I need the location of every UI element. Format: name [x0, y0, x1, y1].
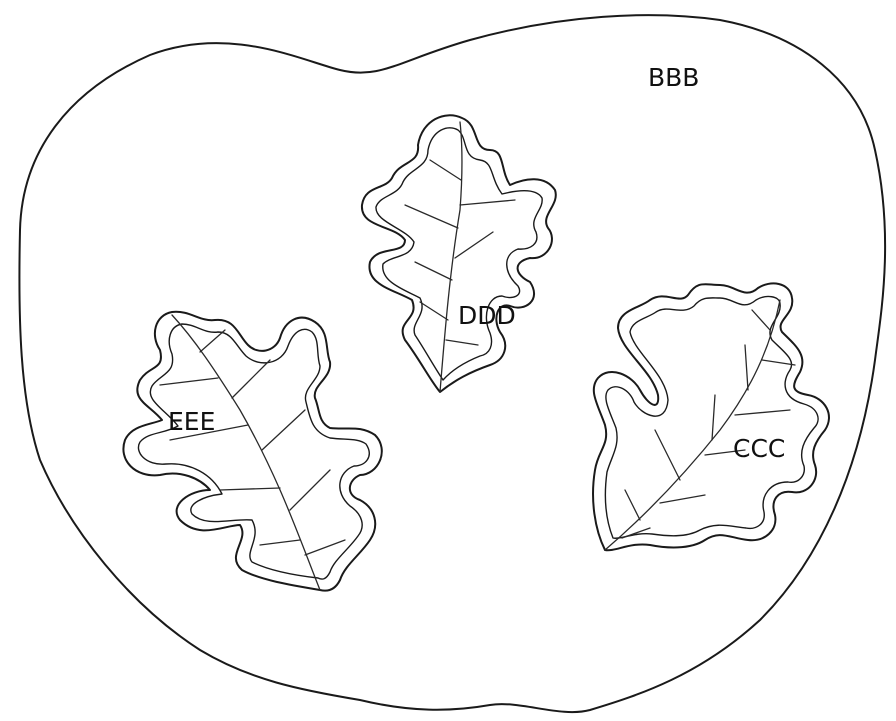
leaf-ddd [362, 115, 556, 392]
leaf-eee-label: EEE [168, 407, 215, 436]
leaf-eee [123, 312, 381, 591]
leaf-ddd-outline [362, 115, 556, 392]
region-label: BBB [648, 63, 699, 92]
leaf-ccc [593, 283, 829, 550]
leaf-ddd-label: DDD [458, 301, 516, 330]
leaf-eee-outline [123, 312, 381, 591]
leaf-ccc-label: CCC [733, 434, 785, 463]
leaf-ccc-outline [593, 283, 829, 550]
